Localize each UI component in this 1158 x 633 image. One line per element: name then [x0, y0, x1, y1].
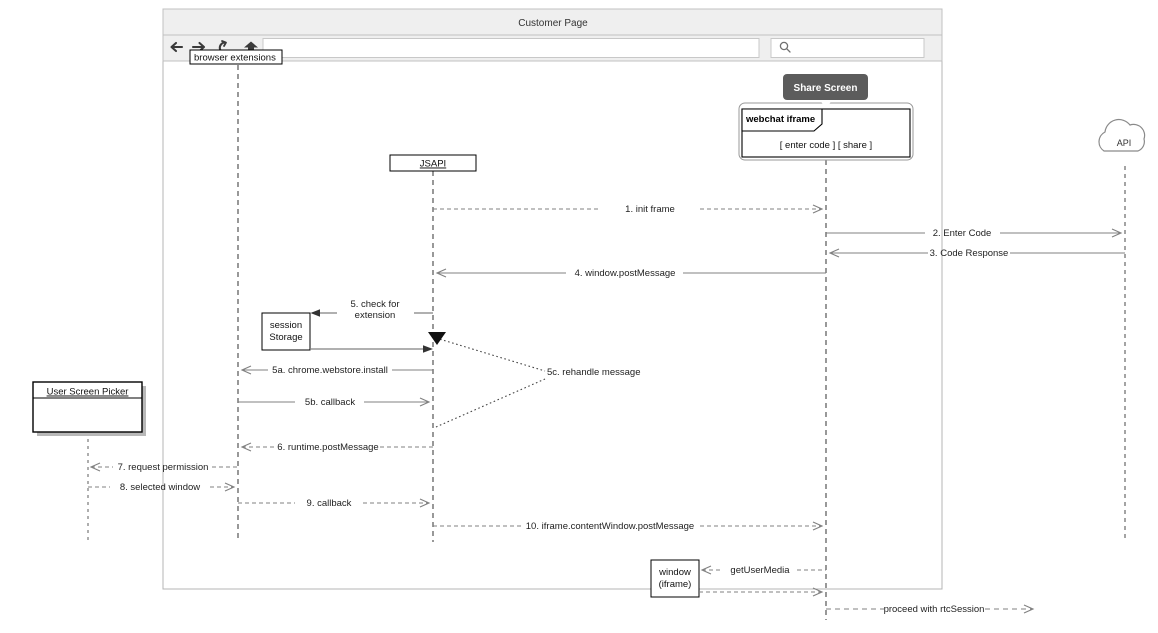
message-label-rtcsession: proceed with rtcSession — [884, 604, 985, 615]
nav-back-button[interactable] — [170, 41, 184, 53]
message-label-2: 2. Enter Code — [933, 228, 992, 239]
message-label-7: 7. request permission — [118, 462, 209, 473]
arrowhead-solid — [310, 309, 320, 317]
window-iframe-box[interactable]: window (iframe) — [650, 559, 700, 598]
nav-home-button[interactable] — [244, 41, 258, 52]
address-bar[interactable] — [262, 38, 760, 58]
message-label-6: 6. runtime.postMessage — [277, 442, 378, 453]
share-screen-tooltip[interactable]: Share Screen — [783, 74, 868, 107]
message-init-frame: 1. init frame — [433, 204, 824, 215]
tooltip-notch — [819, 100, 833, 107]
webchat-iframe-label-tab — [741, 108, 823, 132]
participant-browser-extensions[interactable]: browser extensions — [189, 49, 283, 65]
api-label: API — [1117, 138, 1132, 148]
message-label-5a-install: 5a. chrome.webstore.install — [272, 365, 388, 376]
participant-jsapi[interactable]: JSAPI — [389, 154, 477, 172]
arrowhead-solid-down — [428, 332, 446, 345]
home-icon — [244, 41, 258, 51]
message-label-1: 1. init frame — [625, 204, 675, 215]
cloud-icon — [1098, 118, 1146, 152]
message-runtime-postmessage: 6. runtime.postMessage — [240, 442, 433, 453]
window-iframe-line1: window — [658, 567, 691, 578]
browser-title-bar — [162, 8, 943, 36]
browser-extensions-label: browser extensions — [194, 53, 276, 64]
user-screen-picker-label: User Screen Picker — [47, 387, 129, 398]
message-chrome-webstore-install: 5a. chrome.webstore.install — [240, 365, 433, 376]
message-label-5c: 5c. rehandle message — [547, 367, 640, 378]
webchat-iframe-buttons[interactable]: [ enter code ] [ share ] — [780, 140, 872, 151]
tooltip-bubble — [783, 74, 868, 100]
message-check-for-extension: 5. check for extension — [310, 299, 433, 321]
message-label-getusermedia: getUserMedia — [730, 565, 790, 576]
webchat-iframe-label: webchat iframe — [745, 114, 815, 125]
message-enter-code: 2. Enter Code — [826, 228, 1123, 239]
message-label-9: 9. callback — [307, 498, 352, 509]
message-label-5a: 5. check for — [350, 299, 399, 310]
message-label-3: 3. Code Response — [930, 248, 1009, 259]
session-storage-line2: Storage — [269, 332, 302, 343]
participant-api[interactable]: API — [1098, 118, 1146, 152]
session-storage-line1: session — [270, 320, 302, 331]
message-session-storage-return — [310, 345, 433, 353]
message-rehandle: 5c. rehandle message — [428, 332, 640, 428]
message-selected-window: 8. selected window — [88, 482, 236, 493]
tooltip-label: Share Screen — [794, 83, 858, 94]
message-label-8: 8. selected window — [120, 482, 200, 493]
message-request-permission: 7. request permission — [89, 462, 238, 473]
message-label-5b: extension — [355, 310, 396, 321]
search-box[interactable] — [770, 38, 925, 58]
arrowhead-solid — [423, 345, 433, 353]
message-window-postmessage: 4. window.postMessage — [435, 268, 826, 279]
participant-webchat-iframe[interactable]: webchat iframe [ enter code ] [ share ] — [738, 102, 914, 161]
message-9-callback: 9. callback — [238, 498, 431, 509]
message-label-5b-callback: 5b. callback — [305, 397, 355, 408]
message-5b-callback: 5b. callback — [238, 397, 431, 408]
browser-title: Customer Page — [518, 18, 588, 29]
jsapi-label: JSAPI — [420, 159, 446, 170]
message-iframe-contentwindow-postmessage: 10. iframe.contentWindow.postMessage — [433, 521, 824, 532]
message-getusermedia: getUserMedia — [700, 565, 826, 576]
session-storage-box[interactable]: session Storage — [261, 312, 311, 351]
message-label-4: 4. window.postMessage — [575, 268, 676, 279]
message-code-response: 3. Code Response — [828, 248, 1125, 259]
user-screen-picker-box — [32, 381, 143, 433]
participant-user-screen-picker[interactable]: User Screen Picker — [32, 381, 146, 436]
reload-arrow-icon — [221, 40, 227, 47]
message-proceed-with-rtcsession: proceed with rtcSession — [826, 604, 1035, 615]
search-icon — [779, 41, 791, 53]
message-label-10: 10. iframe.contentWindow.postMessage — [526, 521, 694, 532]
window-iframe-line2: (iframe) — [659, 579, 692, 590]
back-arrow-icon — [170, 41, 184, 53]
